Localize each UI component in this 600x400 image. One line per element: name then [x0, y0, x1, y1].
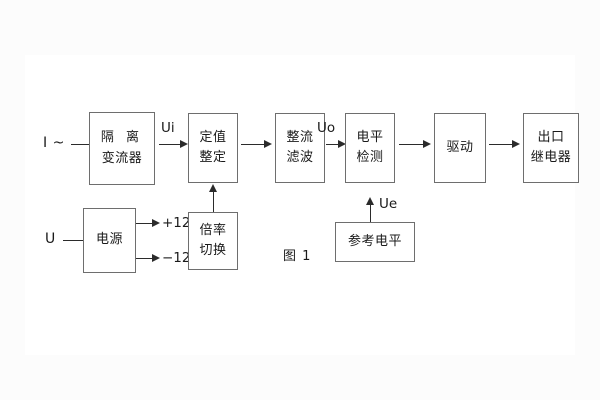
block-level-detect[interactable]: 电平 检测	[345, 113, 395, 183]
block-reference-level[interactable]: 参考电平	[335, 222, 415, 262]
input-current-label: I ~	[43, 135, 65, 151]
block-output-relay-line1: 出口	[537, 129, 565, 145]
block-drive-line1: 驱动	[446, 139, 474, 155]
block-power-supply[interactable]: 电源	[83, 208, 136, 273]
uo-line	[326, 144, 338, 145]
ue-arrowhead	[365, 197, 374, 205]
setting-to-rectify-arrowhead	[264, 139, 272, 148]
ratio-to-setting-arrowhead	[208, 184, 217, 192]
uo-arrowhead	[338, 139, 346, 148]
input-voltage-line	[63, 240, 89, 241]
ui-line	[159, 144, 180, 145]
rail-positive-line	[136, 223, 152, 224]
block-isolation-ct[interactable]: 隔 离 变流器	[89, 112, 155, 185]
figure-caption: 图 1	[283, 249, 312, 264]
ui-arrowhead	[180, 139, 188, 148]
rail-negative-line	[136, 258, 152, 259]
block-reference-level-line1: 参考电平	[347, 233, 402, 249]
rail-positive-arrowhead	[152, 218, 160, 227]
block-output-relay-line2: 继电器	[530, 150, 572, 165]
block-ratio-switch-line1: 倍率	[199, 222, 227, 238]
signal-ue-label: Ue	[379, 196, 398, 212]
block-rectify-filter-line1: 整流	[286, 129, 314, 145]
block-rectify-filter-line2: 滤波	[286, 150, 314, 165]
block-isolation-ct-line2: 变流器	[101, 150, 143, 166]
drive-to-output-arrowhead	[512, 139, 520, 148]
signal-uo-label: Uo	[317, 120, 336, 136]
block-setting-line1: 定值	[199, 129, 227, 145]
block-power-supply-line1: 电源	[95, 232, 123, 248]
ratio-to-setting-line	[213, 191, 214, 212]
block-setting[interactable]: 定值 整定	[188, 113, 238, 183]
block-rectify-filter[interactable]: 整流 滤波	[275, 113, 325, 183]
block-output-relay[interactable]: 出口 继电器	[523, 113, 579, 183]
block-level-detect-line2: 检测	[356, 150, 384, 165]
level-to-drive-arrowhead	[423, 139, 431, 148]
block-ratio-switch[interactable]: 倍率 切换	[188, 212, 238, 270]
block-ratio-switch-line2: 切换	[199, 243, 227, 258]
rail-negative-arrowhead	[152, 253, 160, 262]
input-voltage-label: U	[45, 231, 56, 247]
signal-ui-label: Ui	[161, 120, 175, 136]
block-setting-line2: 整定	[199, 150, 227, 165]
input-current-line	[71, 144, 95, 145]
block-drive[interactable]: 驱动	[434, 113, 486, 183]
block-level-detect-line1: 电平	[356, 129, 384, 145]
block-isolation-ct-line1: 隔 离	[100, 130, 144, 146]
ue-line	[370, 204, 371, 222]
setting-to-rectify-line	[241, 144, 264, 145]
level-to-drive-line	[399, 144, 423, 145]
drive-to-output-line	[489, 144, 512, 145]
diagram-panel: I ~ 隔 离 变流器 Ui 定值 整定 整流 滤波 Uo	[25, 55, 579, 355]
